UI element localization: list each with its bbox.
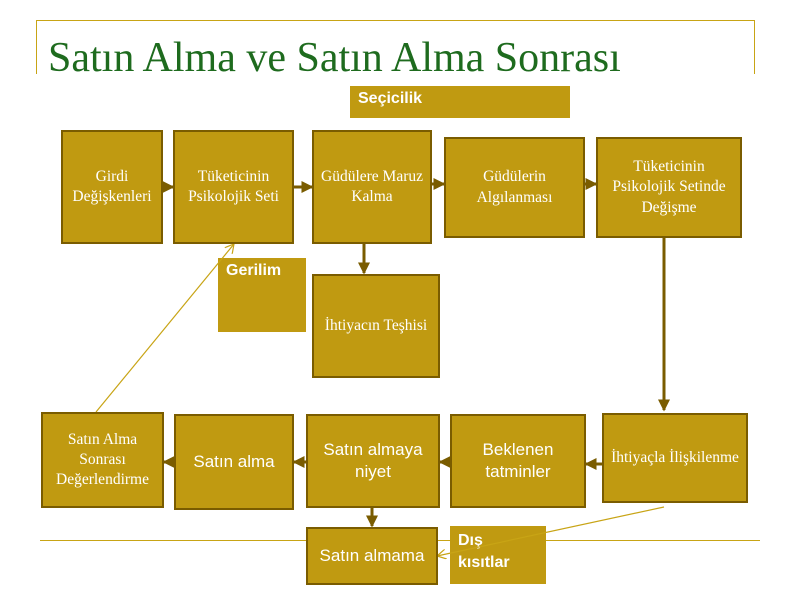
box-degerlendirme: Satın Alma Sonrası Değerlendirme (41, 412, 164, 508)
box-satin-alma-text: Satın alma (193, 451, 275, 471)
top-frame-line (36, 20, 754, 21)
right-frame-line (754, 20, 755, 74)
box-gudulerin-algilanmasi-text: Güdülerin Algılanması (476, 168, 553, 206)
secicilik-label: Seçicilik (350, 86, 570, 118)
left-frame-line (36, 20, 37, 74)
box-satin-alma: Satın alma (174, 414, 294, 510)
box-ihtiyacla-iliskilenme: İhtiyaçla İlişkilenme (602, 413, 748, 503)
box-gudulere-maruz-kalma-text: Güdülere Maruz Kalma (321, 167, 423, 205)
box-ihtiyacin-teshisi-text: İhtiyacın Teşhisi (324, 316, 428, 334)
box-beklenen-tatminler: Beklenen tatminler (450, 414, 586, 508)
box-satin-almaya-niyet: Satın almaya niyet (306, 414, 440, 508)
box-beklenen-tatminler-text: Beklenen tatminler (482, 439, 554, 481)
box-psikolojik-set-text: Tüketicinin Psikolojik Seti (188, 167, 279, 205)
gerilim-label: Gerilim (218, 258, 306, 332)
box-ihtiyacla-iliskilenme-text: İhtiyaçla İlişkilenme (611, 448, 739, 466)
feedback-arrow-to-psikolojik (95, 244, 234, 413)
box-ihtiyacin-teshisi: İhtiyacın Teşhisi (312, 274, 440, 378)
box-gudulerin-algilanmasi: Güdülerin Algılanması (444, 137, 585, 238)
page-title: Satın Alma ve Satın Alma Sonrası (48, 35, 621, 81)
box-satin-almama: Satın almama (306, 527, 438, 585)
box-girdi-degiskenleri: Girdi Değişkenleri (61, 130, 163, 244)
box-set-degisme: Tüketicinin Psikolojik Setinde Değişme (596, 137, 742, 238)
box-psikolojik-set: Tüketicinin Psikolojik Seti (173, 130, 294, 244)
box-set-degisme-text: Tüketicinin Psikolojik Setinde Değişme (612, 158, 726, 216)
box-girdi-degiskenleri-text: Girdi Değişkenleri (72, 167, 152, 205)
dis-kisitlar-label: Dış kısıtlar (450, 526, 546, 584)
box-satin-almaya-niyet-text: Satın almaya niyet (323, 439, 423, 481)
box-gudulere-maruz-kalma: Güdülere Maruz Kalma (312, 130, 432, 244)
box-degerlendirme-text: Satın Alma Sonrası Değerlendirme (56, 430, 149, 489)
box-satin-almama-text: Satın almama (319, 545, 425, 565)
